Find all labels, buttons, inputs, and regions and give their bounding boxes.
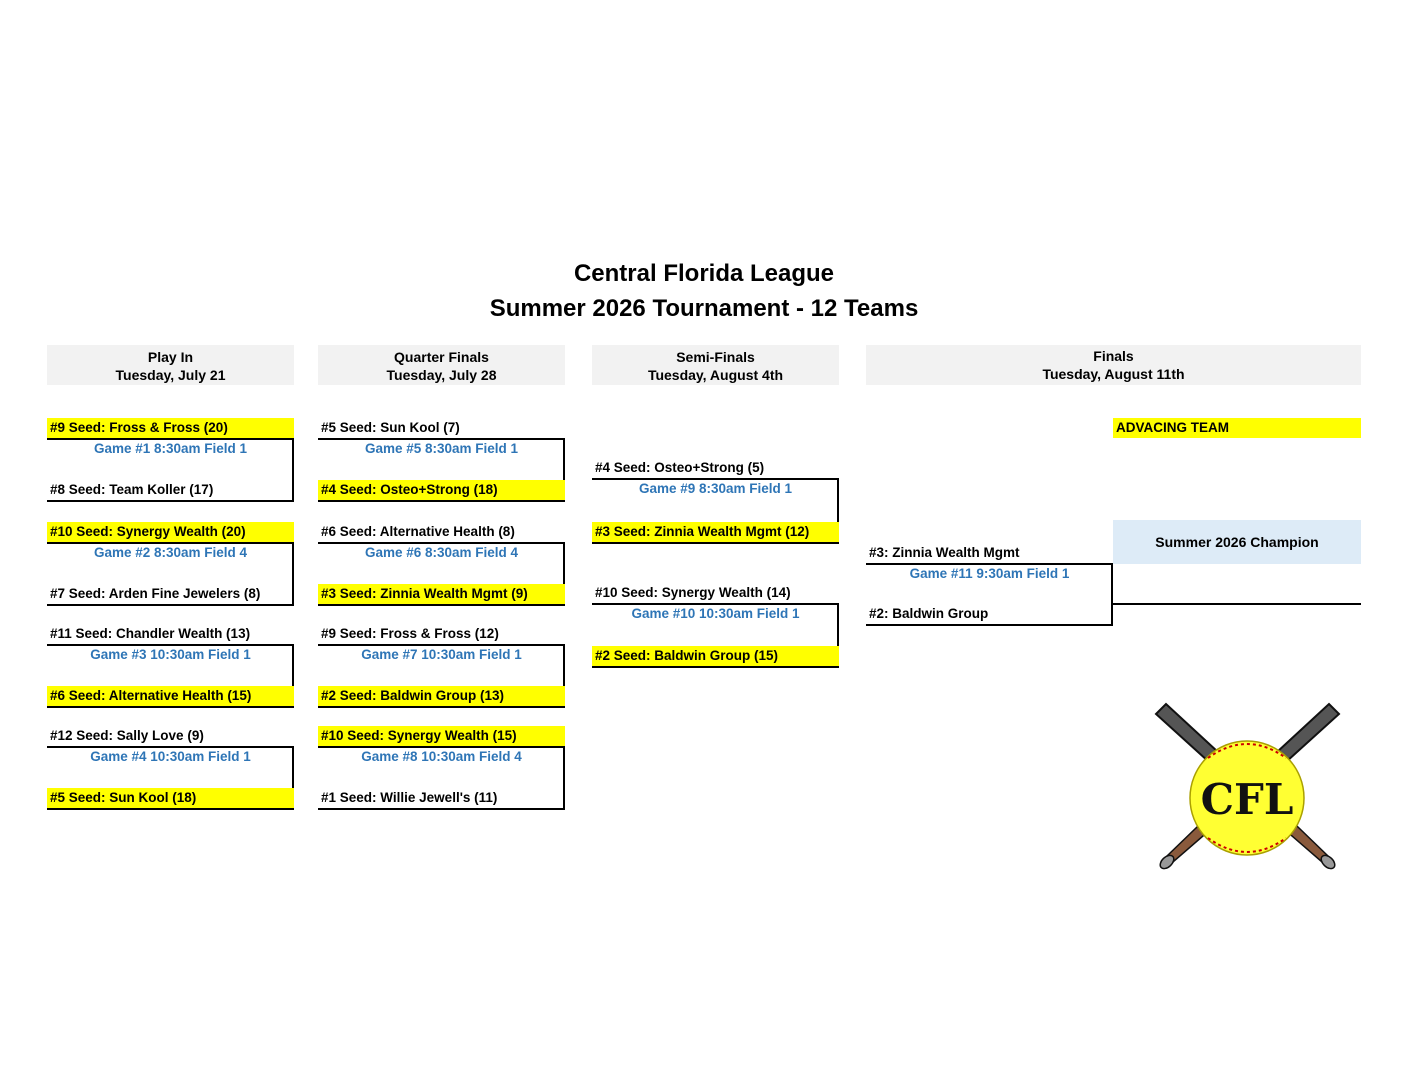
sf-1-game-info: Game #9 8:30am Field 1 xyxy=(638,481,793,496)
sf-1-top-team: #4 Seed: Osteo+Strong (5) xyxy=(595,460,765,475)
page-subtitle: Summer 2026 Tournament - 12 Teams xyxy=(489,295,919,322)
final-bottom-team: #2: Baldwin Group xyxy=(866,604,1113,626)
bracket-line xyxy=(592,478,839,480)
round-header-play-in: Play In Tuesday, July 21 xyxy=(47,345,294,385)
sf-2-top-team: #10 Seed: Synergy Wealth (14) xyxy=(595,585,791,600)
bracket-line xyxy=(837,478,839,544)
page-title: Central Florida League xyxy=(573,260,835,287)
qf-1-bottom-team: #4 Seed: Osteo+Strong (18) xyxy=(318,480,565,502)
bracket-line xyxy=(866,563,1113,565)
bracket-line xyxy=(592,603,839,605)
qf-3-top-team: #9 Seed: Fross & Fross (12) xyxy=(321,626,499,641)
play-in-4-bottom-team: #5 Seed: Sun Kool (18) xyxy=(47,788,294,810)
sf-2-bottom-team: #2 Seed: Baldwin Group (15) xyxy=(592,646,839,668)
play-in-2-bottom-team: #7 Seed: Arden Fine Jewelers (8) xyxy=(47,584,294,606)
bracket-line xyxy=(318,438,565,440)
bracket-line xyxy=(292,746,294,810)
play-in-2-top-team: #10 Seed: Synergy Wealth (20) xyxy=(47,522,294,542)
round-name: Semi-Finals xyxy=(676,349,755,365)
play-in-3-bottom-team: #6 Seed: Alternative Health (15) xyxy=(47,686,294,708)
bracket-line xyxy=(563,438,565,502)
bracket-line xyxy=(47,644,294,646)
softball-icon: CFL xyxy=(1189,740,1305,856)
bracket-line xyxy=(318,542,565,544)
sf-2-game-info: Game #10 10:30am Field 1 xyxy=(631,606,800,621)
bracket-line xyxy=(47,542,294,544)
play-in-3-top-team: #11 Seed: Chandler Wealth (13) xyxy=(50,626,251,641)
qf-3-game-info: Game #7 10:30am Field 1 xyxy=(361,647,522,662)
round-date: Tuesday, July 21 xyxy=(115,367,226,383)
play-in-4-game-info: Game #4 10:30am Field 1 xyxy=(90,749,251,764)
bracket-line xyxy=(318,644,565,646)
play-in-3-game-info: Game #3 10:30am Field 1 xyxy=(90,647,251,662)
final-top-team: #3: Zinnia Wealth Mgmt xyxy=(869,545,1020,560)
qf-4-bottom-team: #1 Seed: Willie Jewell's (11) xyxy=(318,788,565,810)
play-in-2-game-info: Game #2 8:30am Field 4 xyxy=(93,545,248,560)
bracket-line xyxy=(318,746,565,748)
qf-2-game-info: Game #6 8:30am Field 4 xyxy=(364,545,519,560)
play-in-1-bottom-team: #8 Seed: Team Koller (17) xyxy=(47,480,294,502)
round-name: Quarter Finals xyxy=(394,349,489,365)
cfl-softball-logo: CFL xyxy=(1154,702,1341,870)
bracket-line xyxy=(563,644,565,708)
bracket-line xyxy=(563,542,565,606)
round-header-finals: Finals Tuesday, August 11th xyxy=(866,345,1361,385)
bracket-line xyxy=(1111,563,1113,626)
logo-text: CFL xyxy=(1201,775,1294,824)
bracket-line xyxy=(563,746,565,810)
round-name: Finals xyxy=(1093,348,1134,364)
qf-1-game-info: Game #5 8:30am Field 1 xyxy=(364,441,519,456)
bracket-line xyxy=(837,603,839,668)
champion-line xyxy=(1113,603,1361,605)
round-date: Tuesday, July 28 xyxy=(386,367,497,383)
qf-2-top-team: #6 Seed: Alternative Health (8) xyxy=(321,524,515,539)
bracket-line xyxy=(292,542,294,606)
qf-2-bottom-team: #3 Seed: Zinnia Wealth Mgmt (9) xyxy=(318,584,565,606)
final-game-info: Game #11 9:30am Field 1 xyxy=(909,566,1070,581)
bracket-line xyxy=(292,644,294,708)
qf-3-bottom-team: #2 Seed: Baldwin Group (13) xyxy=(318,686,565,708)
bracket-line xyxy=(292,438,294,502)
round-name: Play In xyxy=(147,349,194,365)
bracket-line xyxy=(47,438,294,440)
play-in-1-top-team: #9 Seed: Fross & Fross (20) xyxy=(47,418,294,438)
round-date: Tuesday, August 11th xyxy=(1042,366,1185,382)
qf-4-game-info: Game #8 10:30am Field 4 xyxy=(361,749,522,764)
sf-1-bottom-team: #3 Seed: Zinnia Wealth Mgmt (12) xyxy=(592,522,839,544)
round-date: Tuesday, August 4th xyxy=(647,367,784,383)
bracket-line xyxy=(47,746,294,748)
play-in-1-game-info: Game #1 8:30am Field 1 xyxy=(93,441,248,456)
qf-4-top-team: #10 Seed: Synergy Wealth (15) xyxy=(318,726,565,746)
qf-1-top-team: #5 Seed: Sun Kool (7) xyxy=(321,420,460,435)
play-in-4-top-team: #12 Seed: Sally Love (9) xyxy=(50,728,204,743)
advancing-team-label: ADVACING TEAM xyxy=(1113,418,1361,438)
round-header-quarter-finals: Quarter Finals Tuesday, July 28 xyxy=(318,345,565,385)
round-header-semi-finals: Semi-Finals Tuesday, August 4th xyxy=(592,345,839,385)
champion-label: Summer 2026 Champion xyxy=(1113,520,1361,564)
